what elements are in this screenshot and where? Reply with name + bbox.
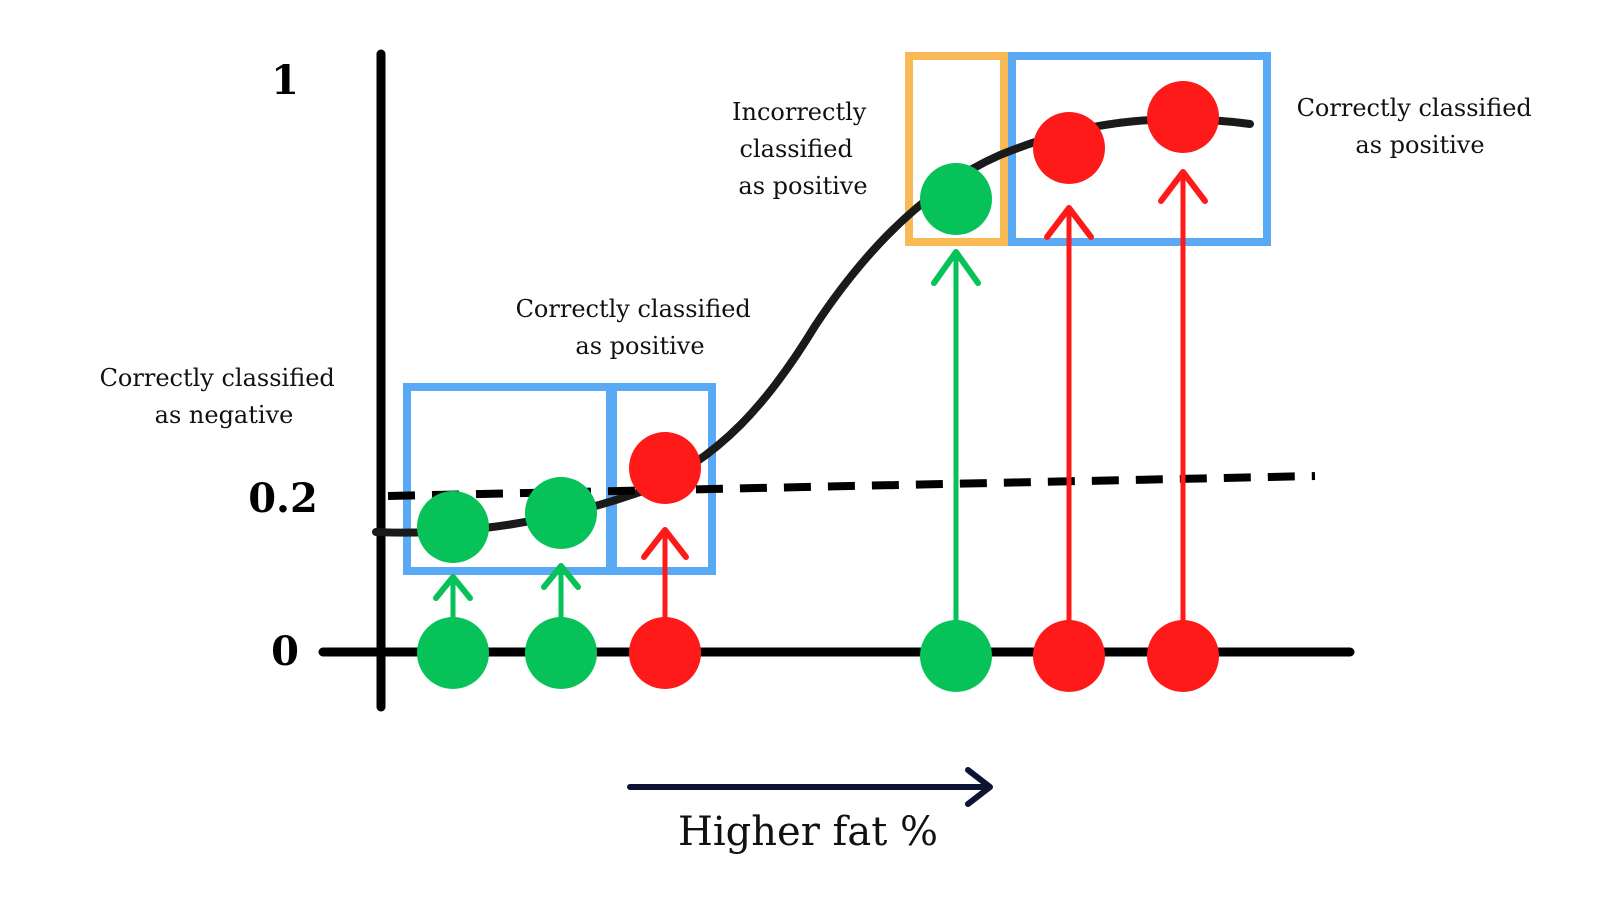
negative-observation-dot <box>417 617 489 689</box>
annotation-line: as negative <box>155 401 294 429</box>
arrows <box>433 169 1208 622</box>
positive-observation-dot <box>1033 620 1105 692</box>
arrow-head <box>1158 169 1208 204</box>
positive-prediction-dot <box>1147 81 1219 153</box>
threshold-line <box>387 472 1316 500</box>
annotation-incorrect-positive: Incorrectly classified as positive <box>732 98 874 200</box>
observed-points <box>417 617 1219 692</box>
annotation-line: Correctly classified <box>516 295 751 323</box>
x-axis-caption: Higher fat % <box>678 809 938 855</box>
annotation-positive-correct-right: Correctly classified as positive <box>1297 94 1540 159</box>
direction-arrow-head <box>965 767 993 807</box>
arrow-head <box>541 563 581 590</box>
arrow-head <box>931 249 981 286</box>
annotation-line: Incorrectly <box>732 98 867 126</box>
annotation-line: Correctly classified <box>1297 94 1532 122</box>
positive-observation-dot <box>1147 620 1219 692</box>
arrow-head <box>641 527 689 560</box>
annotation-negative-correct: Correctly classified as negative <box>100 364 343 429</box>
y-tick-label-0-2: 0.2 <box>248 475 318 522</box>
annotation-line: as positive <box>575 332 704 360</box>
positive-prediction-dot <box>629 432 701 504</box>
predicted-points <box>417 81 1219 563</box>
arrow-head <box>433 574 473 601</box>
negative-prediction-dot <box>525 477 597 549</box>
negative-observation-dot <box>525 617 597 689</box>
negative-prediction-dot <box>920 163 992 235</box>
incorrect-positive-box <box>905 52 1008 246</box>
arrow-head <box>1044 205 1094 240</box>
annotation-line: Correctly classified <box>100 364 335 392</box>
negative-observation-dot <box>920 620 992 692</box>
annotation-positive-correct-mid: Correctly classified as positive <box>516 295 759 360</box>
annotation-line: as positive <box>738 172 867 200</box>
positive-prediction-dot <box>1033 112 1105 184</box>
negative-prediction-dot <box>417 491 489 563</box>
annotation-line: classified <box>740 135 853 163</box>
positive-observation-dot <box>629 617 701 689</box>
annotation-line: as positive <box>1355 131 1484 159</box>
y-tick-label-0: 0 <box>271 628 299 675</box>
y-tick-label-1: 1 <box>271 57 299 104</box>
